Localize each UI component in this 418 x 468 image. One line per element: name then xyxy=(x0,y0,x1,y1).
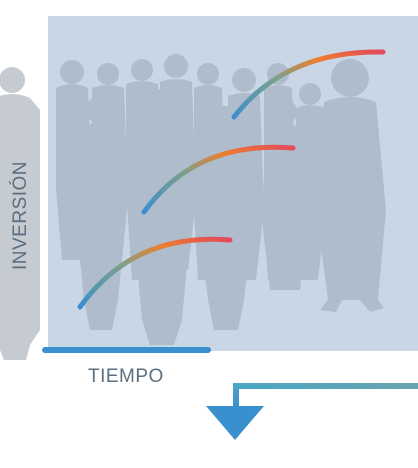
top-growth-curve xyxy=(231,49,386,120)
down-arrow-head xyxy=(206,406,264,440)
crowd-silhouette xyxy=(56,54,386,345)
down-arrow-line xyxy=(233,383,418,408)
x-axis-label: TIEMPO xyxy=(88,366,164,387)
person-silhouette-outside xyxy=(0,67,40,360)
y-axis-label: INVERSIÓN xyxy=(10,160,31,270)
middle-growth-curve xyxy=(141,144,296,215)
bottom-growth-curve xyxy=(77,236,233,310)
